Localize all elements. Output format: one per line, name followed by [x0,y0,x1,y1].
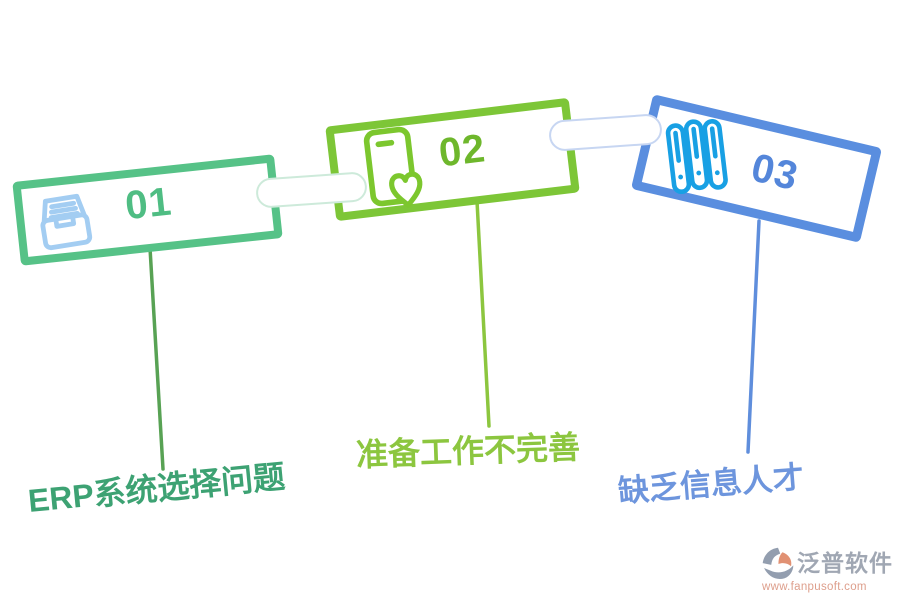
step-label-2: 准备工作不完善 [355,429,581,473]
watermark: 泛普软件 www.fanpusoft.com [760,546,896,594]
brand-url: www.fanpusoft.com [762,581,867,593]
heart-shape [389,171,423,208]
binders-icon [665,118,728,194]
step-number-3: 03 [747,145,803,199]
step-box-1: 01 [12,154,283,266]
inbox-archive-icon [40,193,93,251]
step-number-1: 01 [123,179,175,229]
step-2-leader-line [475,199,491,428]
step-number-2: 02 [436,125,488,175]
brand-logo-icon [762,547,794,580]
brand-name: 泛普软件 [797,550,893,577]
phone-heart-icon [363,126,423,208]
step-box-3: 03 [630,94,883,243]
step-1-leader-line [148,246,165,471]
step-box-2: 02 [325,97,580,222]
step-3-leader-line [746,219,761,454]
